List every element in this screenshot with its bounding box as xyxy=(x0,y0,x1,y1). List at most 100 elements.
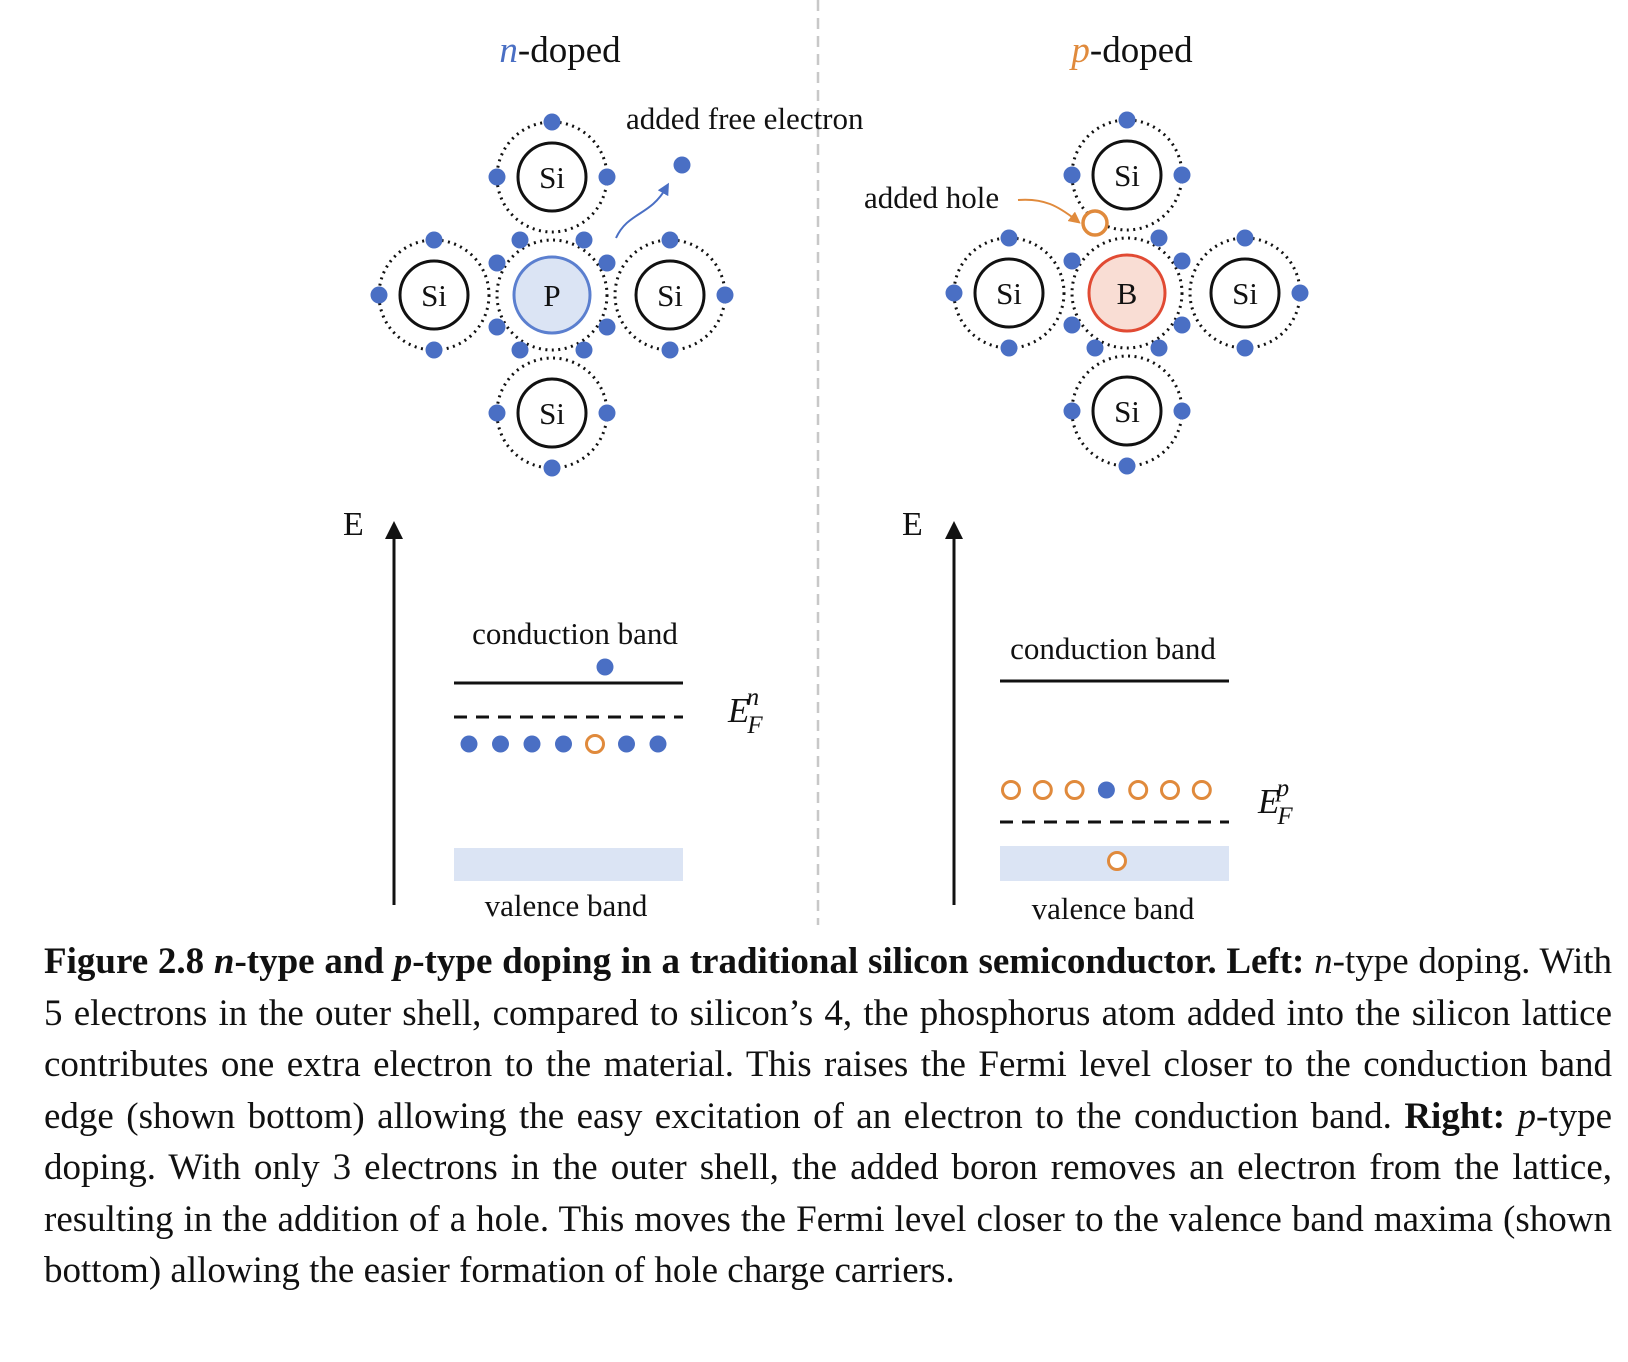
right-energy-label: E xyxy=(902,506,923,543)
si-atom xyxy=(398,259,470,331)
si-label: Si xyxy=(421,278,447,313)
caption-text-2: -type doping in a traditional silicon se… xyxy=(412,941,1305,982)
si-label: Si xyxy=(996,276,1022,311)
bond-electron xyxy=(575,341,593,359)
lattice-electron xyxy=(1063,166,1081,184)
lattice-electron xyxy=(370,286,388,304)
bond-electron xyxy=(1063,316,1081,334)
free-electron-arrow xyxy=(615,182,669,239)
dopant-label: P xyxy=(543,278,560,313)
dopant-atom xyxy=(512,255,592,335)
right-level-carriers xyxy=(1001,780,1212,800)
acceptor-level-hole xyxy=(1160,780,1180,800)
bond-electron xyxy=(1173,252,1191,270)
bond-electron xyxy=(1173,316,1191,334)
acceptor-level-electron xyxy=(1097,781,1115,799)
donor-level-hole xyxy=(585,734,605,754)
right-title-rest: -doped xyxy=(1090,30,1193,71)
left-conduction-carriers xyxy=(596,658,614,676)
lattice-electron xyxy=(543,459,561,477)
right-valence-label: valence band xyxy=(1032,891,1195,926)
right-fermi-label: EFp xyxy=(1257,775,1293,830)
acceptor-level-hole xyxy=(1128,780,1149,800)
free-electron-dot xyxy=(673,156,691,174)
caption-n-italic: n xyxy=(213,941,235,982)
si-atom xyxy=(516,377,588,449)
lattice-electron xyxy=(1000,339,1018,357)
right-fermi-main: E xyxy=(1257,782,1279,821)
si-atom xyxy=(1091,139,1163,211)
lattice-electron xyxy=(1173,402,1191,420)
right-title-var: p xyxy=(1068,30,1090,71)
acceptor-level-hole xyxy=(1032,780,1053,800)
bond-electron xyxy=(1063,252,1081,270)
lattice-electron xyxy=(488,404,506,422)
si-atom xyxy=(634,259,706,331)
lattice-electron xyxy=(1173,166,1191,184)
right-fermi-sup: p xyxy=(1275,775,1290,802)
si-atom xyxy=(516,141,588,213)
left-conduction-label: conduction band xyxy=(472,616,678,651)
left-fermi-sub: F xyxy=(746,712,763,739)
si-atom xyxy=(1091,375,1163,447)
donor-level-electron xyxy=(523,735,541,753)
bond-electron xyxy=(598,318,616,336)
lattice-electron xyxy=(716,286,734,304)
dopant-atom xyxy=(1087,253,1167,333)
caption-text-4: -type doping. With only 3 electrons in t… xyxy=(44,1095,1612,1292)
acceptor-level-hole xyxy=(1001,780,1021,800)
lattice-electron xyxy=(661,341,679,359)
added-hole-circle xyxy=(1081,209,1109,237)
right-title: p-doped xyxy=(1068,30,1193,71)
bond-electron xyxy=(1150,229,1168,247)
si-atom xyxy=(973,257,1045,329)
lattice-electron xyxy=(425,341,443,359)
caption-n-italic-2: n xyxy=(1314,941,1333,982)
lattice-electron xyxy=(661,231,679,249)
caption-p-italic-2: p xyxy=(1517,1095,1536,1137)
left-title-var: n xyxy=(499,30,518,71)
si-label: Si xyxy=(539,160,565,195)
donor-level-electron xyxy=(618,735,635,753)
right-annotation: added hole xyxy=(864,180,999,215)
bond-electron xyxy=(488,318,506,336)
bond-electron xyxy=(511,341,529,359)
si-label: Si xyxy=(1232,276,1258,311)
lattice-electron xyxy=(1236,229,1254,247)
donor-level-electron xyxy=(460,735,478,753)
lattice-electron xyxy=(425,231,443,249)
lattice-electron xyxy=(1000,229,1018,247)
si-label: Si xyxy=(1114,394,1140,429)
acceptor-level-hole xyxy=(1064,780,1085,800)
caption-fig-number: Figure 2.8 xyxy=(44,941,214,982)
bond-electron xyxy=(1086,339,1104,357)
caption-figure-label: Figure 2.8 n-type and p-type doping in a… xyxy=(44,941,1304,982)
left-fermi-sup: n xyxy=(747,684,760,711)
left-title-rest: -doped xyxy=(518,30,621,71)
right-valence-carriers xyxy=(1107,851,1127,871)
donor-level-electron xyxy=(649,735,667,753)
added-hole-arrow xyxy=(1017,198,1081,224)
bond-electron xyxy=(511,231,529,249)
donor-level-electron xyxy=(555,735,572,753)
figure-caption: Figure 2.8 n-type and p-type doping in a… xyxy=(44,936,1612,1297)
caption-text-1: -type and xyxy=(234,941,394,982)
lattice-electron xyxy=(1118,111,1136,129)
left-fermi-label: EFn xyxy=(727,684,763,739)
left-fermi-main: E xyxy=(727,691,749,730)
lattice-electron xyxy=(1118,457,1136,475)
lattice-electron xyxy=(488,168,506,186)
caption-right-label: Right: xyxy=(1404,1095,1506,1137)
lattice-electron xyxy=(1236,339,1254,357)
lattice-electron xyxy=(1063,402,1081,420)
lattice-electron xyxy=(598,168,616,186)
caption-text-3: -type doping. With 5 electrons in the ou… xyxy=(44,941,1613,1137)
bond-electron xyxy=(575,231,593,249)
lattice-electron xyxy=(1291,284,1309,302)
dopant-label: B xyxy=(1117,276,1138,311)
valence-shell xyxy=(495,238,609,352)
